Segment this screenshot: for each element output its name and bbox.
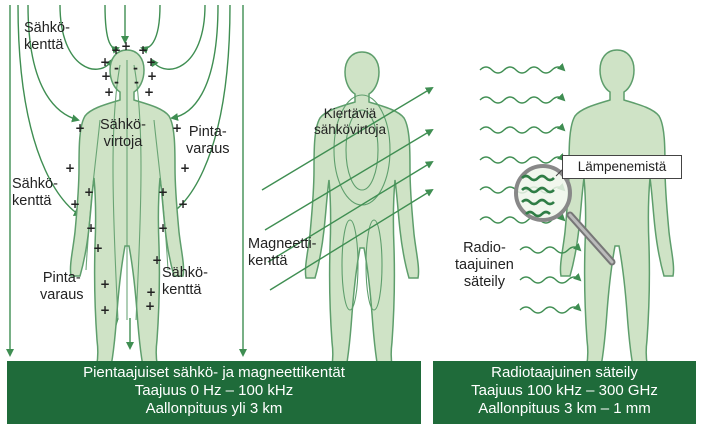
body-current-lines — [85, 60, 169, 321]
label-line: Pinta- — [42, 270, 81, 286]
svg-text:+: + — [101, 69, 111, 83]
svg-text:+: + — [178, 197, 188, 211]
label-magnetic-field: Magneetti- kenttä — [248, 236, 317, 270]
svg-text:+: + — [146, 55, 156, 69]
middle-human-figure — [304, 51, 420, 379]
caption-title: Pientaajuiset sähkö- ja magneettikentät — [83, 364, 345, 381]
caption-wavelength: Aallonpituus 3 km – 1 mm — [478, 400, 651, 417]
label-line: taajuinen — [455, 257, 514, 273]
svg-text:+: + — [70, 197, 80, 211]
svg-text:+: + — [65, 161, 75, 175]
label-line: Kiertäviä — [323, 106, 377, 121]
radio-wave-lines — [479, 62, 582, 314]
svg-text:+: + — [111, 43, 121, 57]
label-line: Sähkö- — [100, 117, 146, 133]
surface-charges: +++ +++ +-- --+ +++ +++ +++ +++ +++ ++ — [65, 39, 190, 317]
right-human-figure — [559, 49, 675, 377]
label-line: Radio- — [463, 240, 506, 256]
label-circulating-currents: Kiertäviä sähkövirtoja — [314, 106, 386, 138]
svg-text:+: + — [93, 241, 103, 255]
label-line: kenttä — [248, 253, 288, 269]
svg-text:+: + — [86, 221, 96, 235]
svg-text:+: + — [172, 121, 182, 135]
svg-text:+: + — [158, 185, 168, 199]
label-line: varaus — [40, 287, 84, 303]
label-line: kenttä — [24, 37, 64, 53]
label-line: Sähkö- — [24, 20, 70, 36]
svg-text:+: + — [100, 303, 110, 317]
label-line: kenttä — [162, 282, 202, 298]
label-heating-callout: Lämpenemistä — [562, 155, 682, 179]
label-electric-field-mid: Sähkö- kenttä — [12, 176, 58, 210]
label-line: säteily — [463, 274, 505, 290]
svg-text:+: + — [138, 43, 148, 57]
label-electric-field-top: Sähkö- kenttä — [24, 20, 70, 54]
caption-title: Radiotaajuinen säteily — [491, 364, 638, 381]
svg-text:+: + — [100, 277, 110, 291]
label-line: Pinta- — [188, 124, 227, 140]
label-line: Sähkö- — [162, 265, 208, 281]
svg-text:+: + — [145, 299, 155, 313]
caption-frequency: Taajuus 100 kHz – 300 GHz — [471, 382, 658, 399]
svg-text:+: + — [146, 285, 156, 299]
label-line: Sähkö- — [12, 176, 58, 192]
svg-text:-: - — [114, 75, 119, 89]
label-line: varaus — [186, 141, 230, 157]
svg-text:+: + — [144, 85, 154, 99]
caption-low-frequency: Pientaajuiset sähkö- ja magneettikentät … — [7, 361, 421, 424]
label-radio-radiation: Radio- taajuinen säteily — [455, 240, 514, 291]
svg-text:-: - — [133, 61, 138, 75]
magnifying-glass-icon — [514, 164, 616, 266]
label-line: sähkövirtoja — [314, 122, 387, 137]
svg-text:+: + — [84, 185, 94, 199]
svg-text:+: + — [147, 69, 157, 83]
caption-frequency: Taajuus 0 Hz – 100 kHz — [134, 382, 294, 399]
svg-text:+: + — [104, 85, 114, 99]
magnetic-field-lines — [261, 86, 434, 291]
svg-text:+: + — [75, 121, 85, 135]
label-line: Magneetti- — [248, 236, 317, 252]
caption-wavelength: Aallonpituus yli 3 km — [145, 400, 283, 417]
svg-text:+: + — [121, 39, 131, 53]
label-line: virtoja — [103, 134, 143, 150]
label-surface-charge-left: Pinta- varaus — [40, 270, 84, 304]
svg-text:+: + — [158, 221, 168, 235]
label-surface-charge-right: Pinta- varaus — [186, 124, 230, 158]
caption-radio-frequency: Radiotaajuinen säteily Taajuus 100 kHz –… — [433, 361, 696, 424]
label-line: kenttä — [12, 193, 52, 209]
svg-text:-: - — [114, 61, 119, 75]
label-electric-currents: Sähkö- virtoja — [100, 117, 146, 151]
svg-text:+: + — [180, 161, 190, 175]
svg-text:+: + — [152, 253, 162, 267]
svg-text:-: - — [134, 75, 139, 89]
svg-text:+: + — [100, 55, 110, 69]
label-electric-field-low: Sähkö- kenttä — [162, 265, 208, 299]
